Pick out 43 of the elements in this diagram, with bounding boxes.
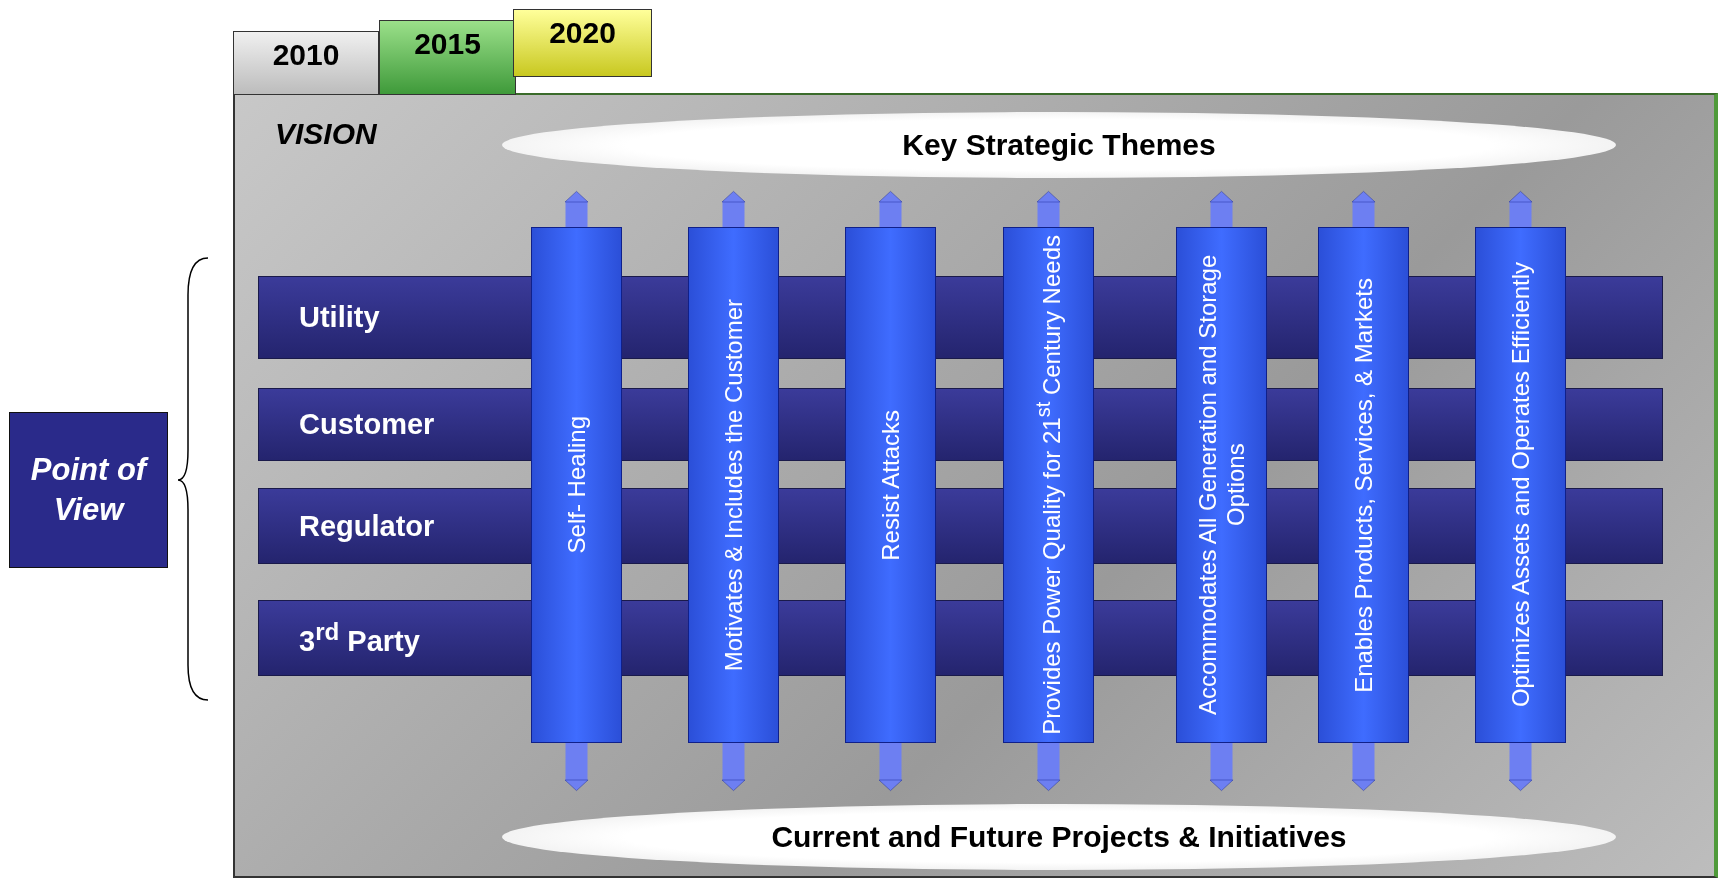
year-label: 2015 xyxy=(414,27,481,61)
theme-column xyxy=(531,227,622,743)
double-arrow xyxy=(721,743,746,791)
bar-label: 3$^{rd}$ Party xyxy=(299,618,420,658)
double-arrow xyxy=(1209,743,1234,791)
double-arrow xyxy=(1036,191,1061,227)
bar-label: Customer xyxy=(299,408,435,441)
double-arrow xyxy=(878,191,903,227)
column-label: Motivates & Includes the Customer xyxy=(719,298,748,672)
bar-label: Utility xyxy=(299,301,380,334)
vision-panel xyxy=(233,93,1718,878)
theme-column xyxy=(1176,227,1267,743)
theme-column xyxy=(688,227,779,743)
box-label: Point of View xyxy=(29,450,150,529)
ellipse-label: Key Strategic Themes xyxy=(902,128,1216,162)
double-arrow xyxy=(564,191,589,227)
double-arrow xyxy=(564,743,589,791)
double-arrow xyxy=(1351,743,1376,791)
year-label: 2020 xyxy=(549,16,616,50)
ellipse-label: Current and Future Projects & Initiatives xyxy=(771,820,1347,854)
year-tab xyxy=(379,20,516,95)
double-arrow xyxy=(878,743,903,791)
column-label: Resist Attacks xyxy=(876,409,905,561)
bar-label: Regulator xyxy=(299,509,435,543)
column-label: Optimizes Assets and Operates Efficiently xyxy=(1506,262,1535,708)
column-label: Self- Healing xyxy=(562,416,591,554)
double-arrow xyxy=(1036,743,1061,791)
theme-column xyxy=(1318,227,1409,743)
double-arrow xyxy=(1209,191,1234,227)
year-label: 2010 xyxy=(272,38,340,72)
theme-column xyxy=(1475,227,1566,743)
double-arrow xyxy=(1508,191,1533,227)
year-tab xyxy=(513,9,652,77)
theme-column xyxy=(1003,227,1094,743)
point-of-view-box xyxy=(9,412,168,568)
year-tab xyxy=(233,31,379,95)
column-label: Enables Products, Services, & Markets xyxy=(1349,277,1378,693)
vision-heading: VISION xyxy=(275,117,377,151)
double-arrow xyxy=(1508,743,1533,791)
double-arrow xyxy=(1351,191,1376,227)
theme-column xyxy=(845,227,936,743)
double-arrow xyxy=(721,191,746,227)
column-label: Accommodates All Generation and Storage Options xyxy=(1193,253,1250,718)
